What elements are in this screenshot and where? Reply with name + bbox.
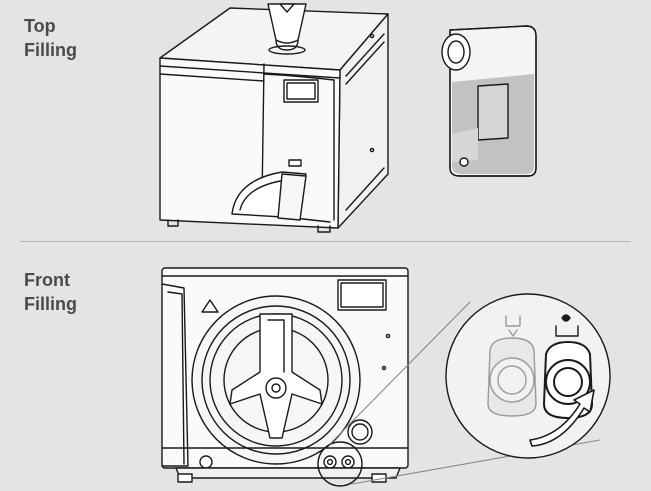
top-filling-label: Top Filling bbox=[24, 14, 77, 62]
top-filling-label-line2: Filling bbox=[24, 40, 77, 60]
drain-port bbox=[487, 315, 537, 417]
autoclave-front-view bbox=[161, 267, 409, 487]
curved-arrow-icon bbox=[529, 389, 595, 447]
front-filling-label: Front Filling bbox=[24, 268, 77, 316]
fill-port bbox=[543, 314, 593, 419]
port-zoom-detail bbox=[445, 293, 611, 459]
section-divider bbox=[20, 241, 631, 242]
front-filling-label-line1: Front bbox=[24, 270, 70, 290]
water-bottle bbox=[441, 25, 537, 177]
front-filling-label-line2: Filling bbox=[24, 294, 77, 314]
top-filling-label-line1: Top bbox=[24, 16, 56, 36]
autoclave-top-view bbox=[159, 3, 389, 233]
